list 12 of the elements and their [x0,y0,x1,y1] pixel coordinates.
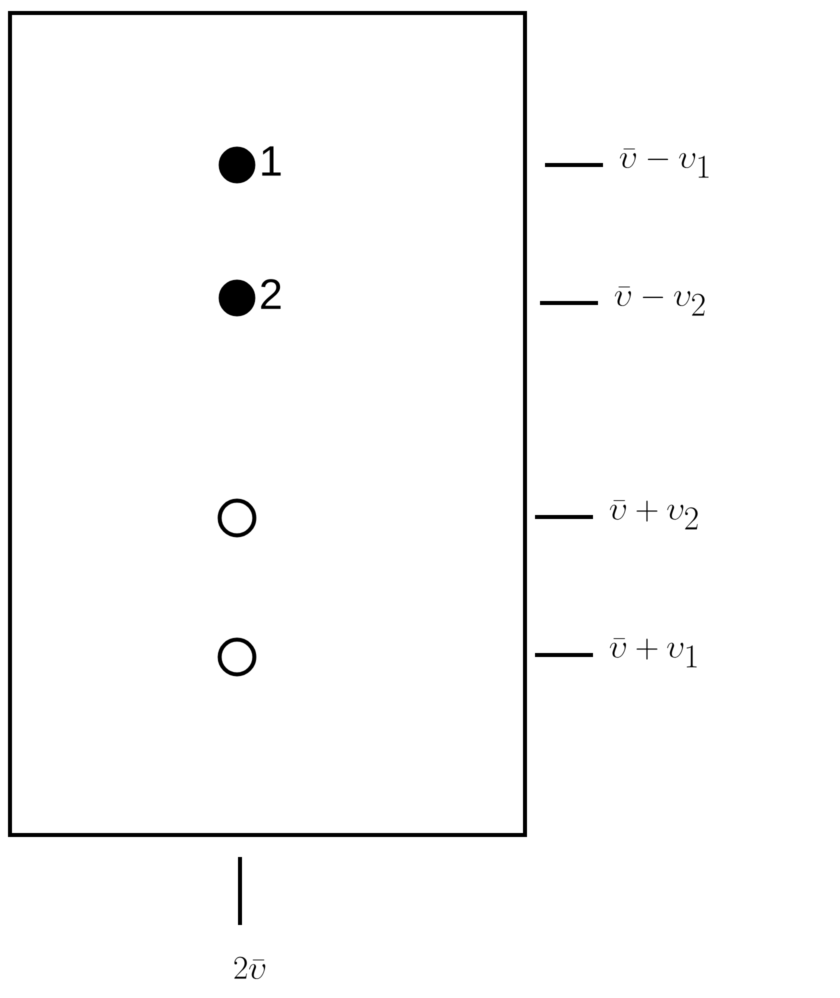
level-label: $\bar{\upsilon} + \upsilon_{2}$ [610,500,698,530]
filled-dot [218,146,256,184]
open-circle [218,498,256,538]
dot-number: 2 [261,279,281,309]
level-label: $\bar{\upsilon} - \upsilon_{1}$ [620,148,708,178]
frame-box [8,10,527,837]
level-label: $\bar{\upsilon} - \upsilon_{2}$ [614,286,705,316]
filled-dot [218,280,256,316]
dot-number: 1 [262,146,281,176]
level-label: $\bar{\upsilon} + \upsilon_{1}$ [610,638,697,668]
open-circle [218,638,256,676]
sum-label: $2\bar{\upsilon}$ [234,956,266,980]
